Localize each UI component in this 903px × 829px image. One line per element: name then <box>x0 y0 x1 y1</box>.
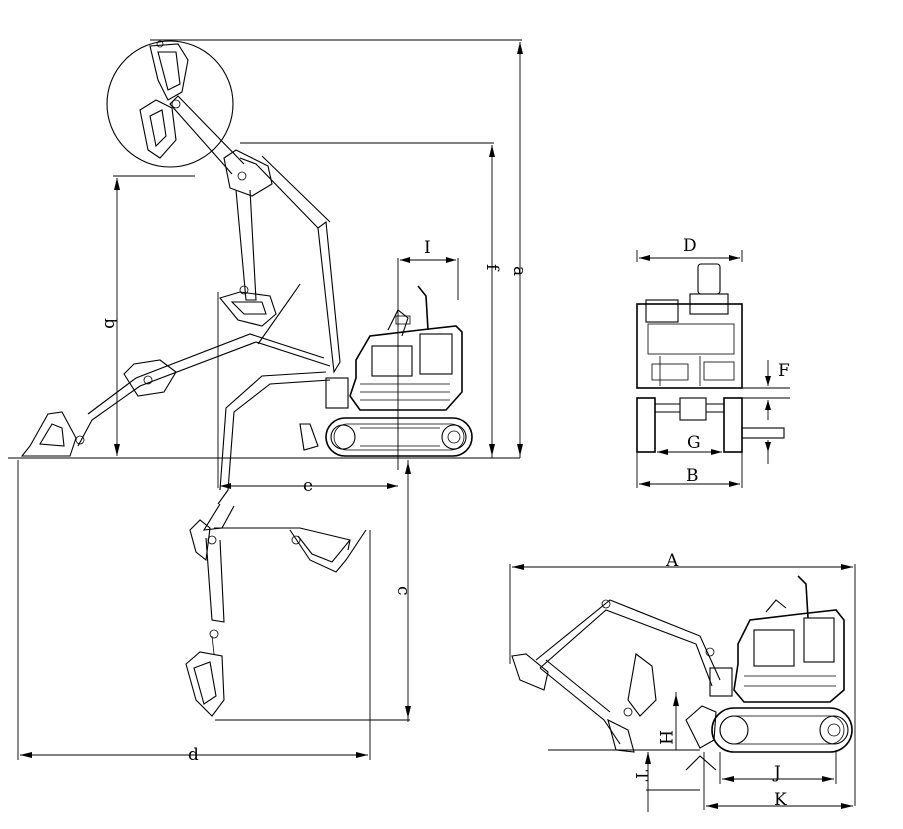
dimension-A: A <box>509 551 856 806</box>
dimension-label-F: F <box>778 361 790 381</box>
dimension-d: d <box>17 460 371 765</box>
dimension-label-f: f <box>482 264 502 272</box>
dimension-f: f <box>240 142 502 458</box>
dimension-label-T: T <box>631 770 651 782</box>
dimension-label-b: b <box>100 318 120 329</box>
front-view: D F <box>636 236 790 488</box>
transport-view: A H <box>509 551 856 812</box>
dimension-G: G <box>657 433 722 455</box>
dimension-label-A: A <box>665 551 679 571</box>
dimension-b: b <box>100 175 195 456</box>
working-range-view: a f b I <box>8 39 529 765</box>
dimension-c: c <box>215 460 413 722</box>
boom-max-depth <box>185 371 367 717</box>
dimension-label-K: K <box>774 790 787 810</box>
machine-side-view <box>299 285 473 457</box>
dimension-F: F <box>742 360 790 420</box>
dimension-T: T <box>631 752 700 812</box>
boom-max-height <box>169 95 341 374</box>
dimension-label-I: I <box>424 238 431 258</box>
dimension-label-B: B <box>686 466 699 486</box>
dimension-label-c: c <box>393 586 413 596</box>
dimension-label-d: d <box>188 745 199 765</box>
dimension-e: e <box>217 292 398 496</box>
bucket-top <box>139 40 189 159</box>
dimension-label-D: D <box>683 236 697 256</box>
dimension-label-J: J <box>772 763 781 783</box>
dimension-label-a: a <box>509 266 529 276</box>
dimension-label-e: e <box>303 476 313 496</box>
dimension-K: K <box>703 752 853 810</box>
dimension-H: H <box>655 692 679 750</box>
dimension-label-H: H <box>655 730 675 745</box>
boom-max-reach <box>20 283 331 457</box>
dimension-I: I <box>397 238 459 470</box>
dimension-label-G: G <box>687 433 701 453</box>
dimension-D: D <box>636 236 743 262</box>
dimension-B: B <box>636 452 743 488</box>
dimension-a: a <box>150 39 529 458</box>
detail-circle <box>106 40 234 168</box>
dimension-J: J <box>719 752 837 784</box>
